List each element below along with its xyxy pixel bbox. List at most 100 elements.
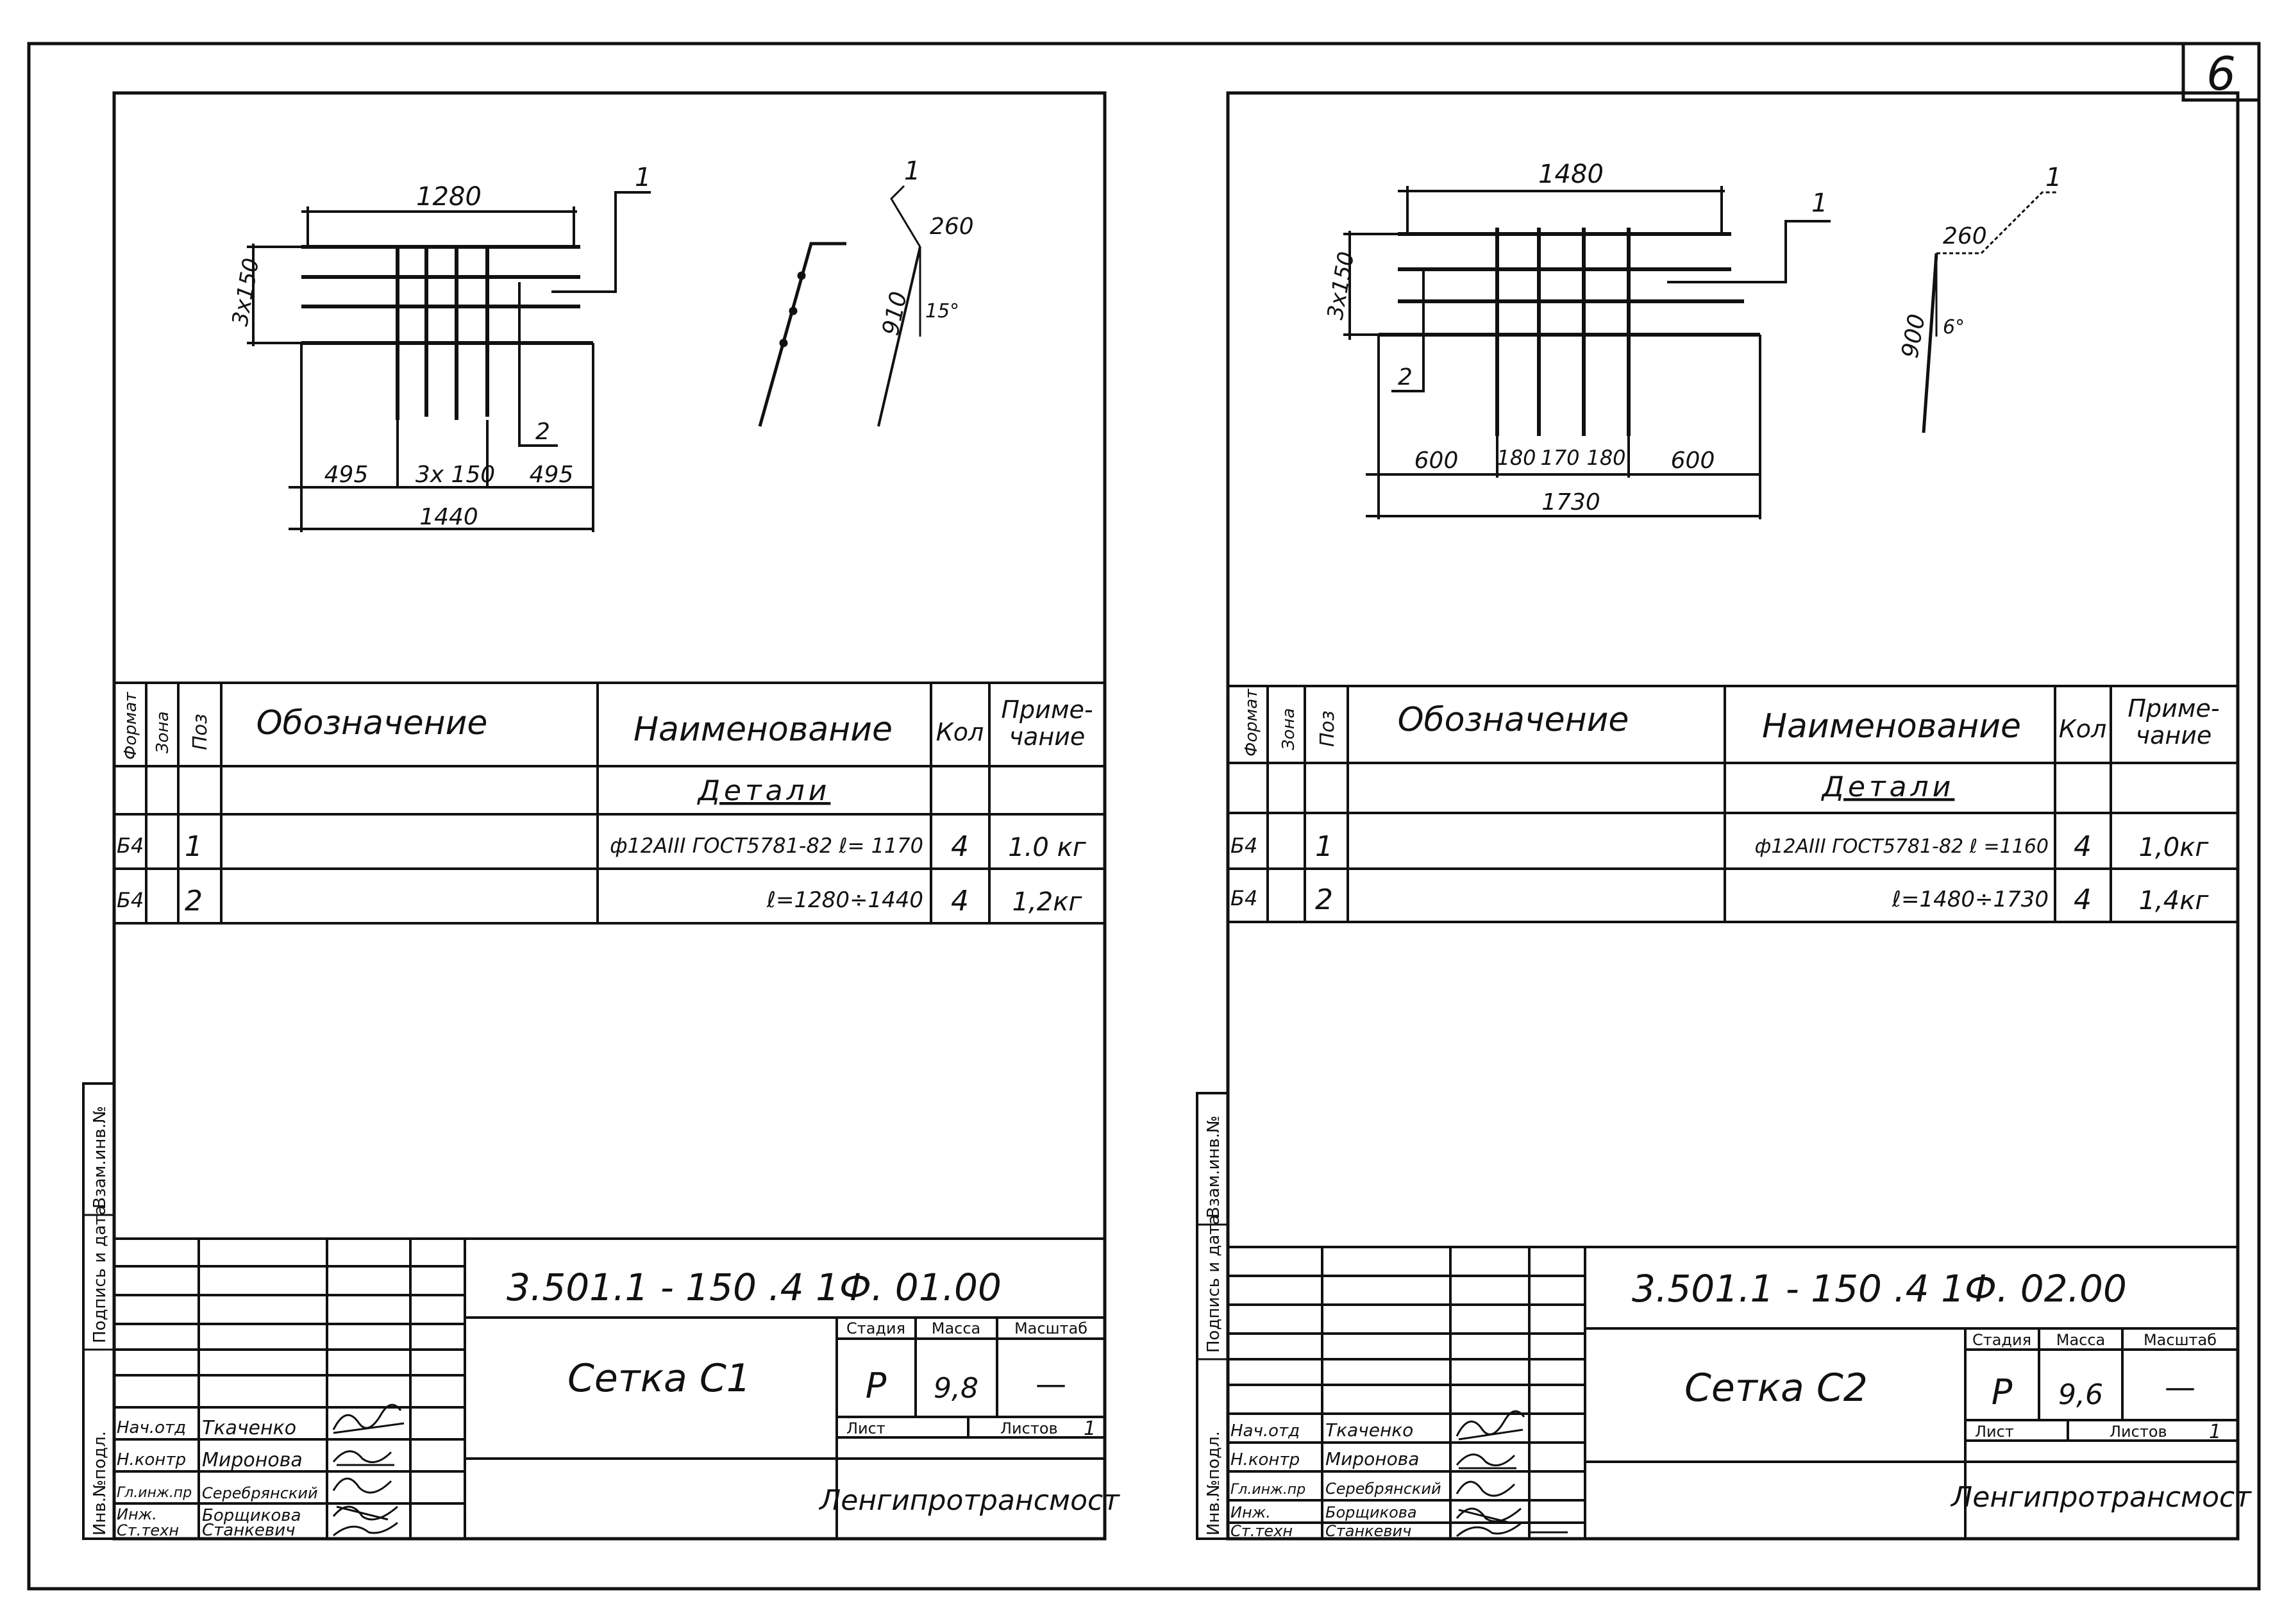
dim-total: 1440: [419, 504, 478, 530]
side-len-dim: 900: [1897, 312, 1930, 360]
pos-2-label: 2: [535, 419, 550, 445]
hdr-format: Формат: [1242, 689, 1261, 757]
hdr-note-2: чание: [1009, 723, 1086, 751]
hdr-pos: Поз: [189, 714, 212, 750]
mass-label: Масса: [932, 1319, 981, 1337]
hdr-designation: Обозначение: [1398, 701, 1629, 739]
side-label-zam: Взам.инв.№: [90, 1106, 110, 1209]
mesh-side-drawing: [758, 185, 921, 427]
row1-pos: 1: [185, 830, 203, 863]
dim-bot-3: 170: [1540, 446, 1579, 470]
person-name: Станкевич: [1325, 1522, 1411, 1540]
hdr-name: Наименование: [1762, 707, 2021, 746]
row1-note: 1.0 кг: [1008, 833, 1086, 862]
stage-value: Р: [1992, 1372, 2013, 1412]
sheets-label: Листов: [1000, 1419, 1058, 1437]
side-angle: 6°: [1943, 316, 1965, 339]
scale-value: —: [2165, 1369, 2195, 1405]
person-role: Инж.: [117, 1505, 157, 1523]
person-role: Н.контр: [117, 1450, 186, 1469]
stage-value: Р: [866, 1366, 887, 1406]
sheet-frame: [112, 91, 1107, 1541]
row2-format: Б4: [1230, 886, 1257, 910]
person-role: Ст.техн: [1230, 1522, 1293, 1540]
mass-value: 9,6: [2058, 1378, 2103, 1411]
hdr-note-1: Приме-: [2127, 694, 2219, 723]
pos-1-label: 1: [635, 163, 651, 192]
hdr-qty: Кол: [2059, 715, 2107, 743]
side-label-sign: Подпись и дата: [90, 1205, 110, 1343]
hdr-note-1: Приме-: [1001, 696, 1093, 724]
person-name: Станкевич: [202, 1521, 296, 1540]
dim-bot-2: 180: [1497, 446, 1536, 470]
person-role: Гл.инж.пр: [1230, 1482, 1305, 1498]
side-pos-label: 1: [2045, 163, 2061, 192]
person-role: Н.контр: [1230, 1450, 1300, 1469]
doc-code: 3.501.1 - 150 .4 1Ф. 02.00: [1632, 1267, 2127, 1310]
row1-name: ф12АIII ГОСТ5781-82 ℓ =1160: [1755, 835, 2049, 858]
dim-top: 1280: [416, 182, 482, 212]
signatures: [332, 1403, 405, 1537]
signatures: [1456, 1410, 1568, 1537]
pos-2-label: 2: [1398, 364, 1413, 390]
page-number-box: [2181, 42, 2261, 102]
title-block: [1228, 1246, 2238, 1539]
person-role: Нач.отд: [117, 1418, 186, 1437]
sheet-left: Инв.№подл. Подпись и дата Взам.инв.№: [82, 91, 1120, 1541]
mass-label: Масса: [2056, 1331, 2106, 1349]
row1-format: Б4: [117, 833, 144, 858]
row2-name: ℓ=1280÷1440: [766, 887, 923, 913]
row2-pos: 2: [1315, 883, 1333, 916]
person-name: Миронова: [1325, 1448, 1419, 1469]
mesh-side-drawing: [1922, 191, 2058, 433]
dim-bot-1: 495: [324, 462, 369, 488]
person-role: Нач.отд: [1230, 1421, 1300, 1441]
person-role: Гл.инж.пр: [117, 1485, 192, 1501]
person-name: Серебрянский: [202, 1484, 318, 1502]
doc-title: Сетка С1: [567, 1356, 751, 1401]
scale-label: Масштаб: [1014, 1319, 1087, 1337]
stage-label: Стадия: [846, 1319, 905, 1337]
row2-note: 1,4кг: [2139, 886, 2210, 916]
hdr-format: Формат: [121, 692, 140, 760]
dim-left: 3x150: [1322, 250, 1359, 322]
row1-qty: 4: [951, 830, 969, 863]
side-label-sign: Подпись и дата: [1204, 1215, 1223, 1353]
dim-left: 3x150: [227, 256, 264, 328]
spec-table: [1228, 685, 2238, 923]
doc-code: 3.501.1 - 150 .4 1Ф. 01.00: [507, 1266, 1002, 1309]
org-name: Ленгипротрансмост: [818, 1484, 1120, 1517]
mass-value: 9,8: [934, 1372, 978, 1405]
dim-bot-5: 600: [1671, 448, 1715, 474]
row2-format: Б4: [117, 888, 144, 912]
side-label-inv: Инв.№подл.: [90, 1431, 110, 1536]
spec-table: [114, 682, 1105, 925]
row2-qty: 4: [951, 885, 969, 917]
side-len-dim: 910: [878, 289, 912, 338]
row2-pos: 2: [185, 885, 203, 917]
title-block: [114, 1237, 1105, 1539]
person-role: Инж.: [1230, 1503, 1271, 1521]
row1-format: Б4: [1230, 833, 1257, 858]
person-name: Ткаченко: [1325, 1419, 1413, 1441]
row2-qty: 4: [2074, 883, 2092, 916]
side-strip: Инв.№подл. Подпись и дата Взам.инв.№: [82, 1082, 115, 1540]
outer-frame: [27, 42, 2261, 1591]
hdr-note-2: чание: [2136, 721, 2212, 749]
dim-top: 1480: [1538, 160, 1604, 189]
sheet-label: Лист: [1975, 1423, 2014, 1441]
row2-name: ℓ=1480÷1730: [1892, 887, 2049, 912]
dim-bot-4: 180: [1586, 446, 1625, 470]
doc-title: Сетка С2: [1684, 1366, 1868, 1411]
org-name: Ленгипротрансмост: [1950, 1481, 2252, 1514]
sheet-frame: [1226, 91, 2240, 1541]
dim-bot-1: 600: [1414, 448, 1459, 474]
spec-section: Детали: [1821, 771, 1955, 803]
side-label-zam: Взам.инв.№: [1204, 1116, 1223, 1218]
row2-note: 1,2кг: [1012, 887, 1083, 917]
side-top-dim: 260: [930, 213, 974, 240]
hdr-pos: Поз: [1316, 710, 1339, 747]
sheets-label: Листов: [2110, 1423, 2167, 1441]
hdr-designation: Обозначение: [256, 704, 488, 742]
